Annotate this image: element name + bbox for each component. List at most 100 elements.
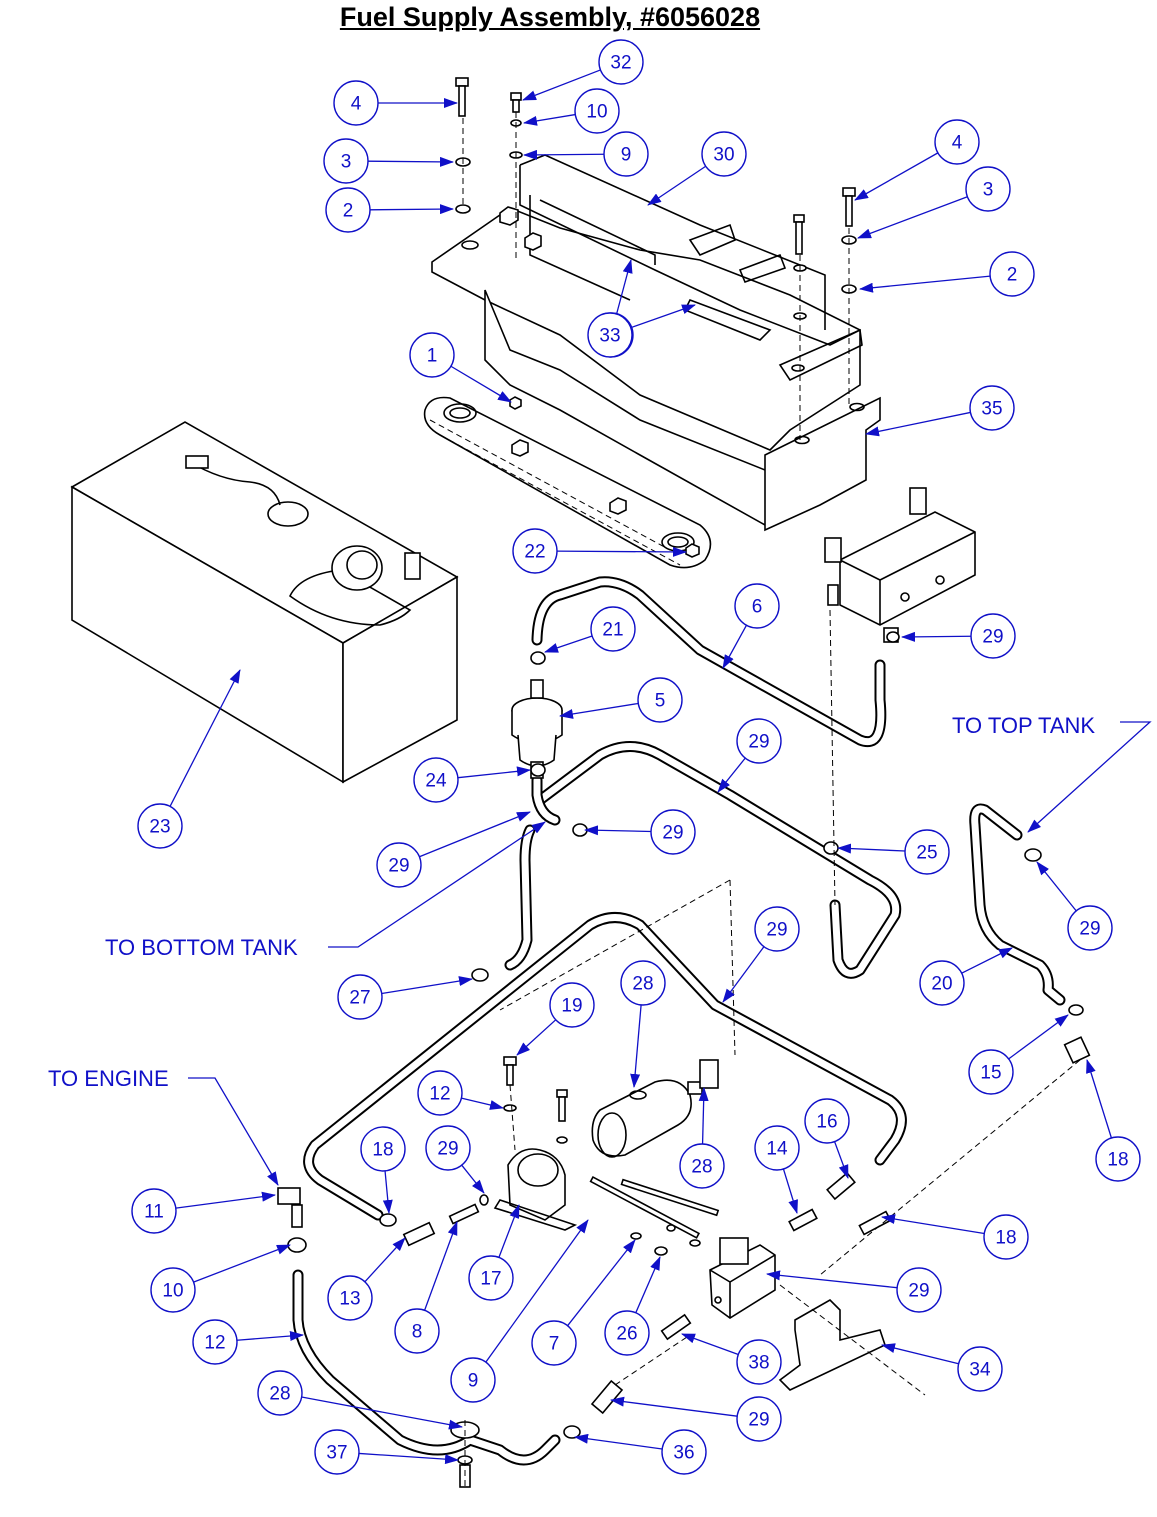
callout-leader <box>837 843 906 854</box>
callout-2: 2 <box>325 187 454 233</box>
callout-leader <box>450 365 512 403</box>
hose-23 <box>534 741 902 979</box>
callout-circle <box>989 251 1035 297</box>
callout-circle <box>137 803 183 849</box>
callout-number: 29 <box>766 920 787 941</box>
callout-circle <box>360 1126 406 1172</box>
callout-leader <box>175 1191 276 1209</box>
callout-number: 2 <box>343 201 354 222</box>
callout-circle <box>904 829 950 875</box>
callout-29: 29 <box>584 809 696 855</box>
callout-leader <box>961 947 1013 974</box>
assembly-centerlines <box>462 112 1081 1490</box>
callout-circle <box>736 718 782 764</box>
callout-leader <box>857 196 968 239</box>
callout-leader <box>485 1219 589 1363</box>
callout-leader <box>854 152 939 201</box>
callout-circle <box>734 583 780 629</box>
callout-26: 26 <box>604 1256 661 1356</box>
callout-number: 29 <box>982 627 1003 648</box>
callout-leader <box>544 635 593 653</box>
callout-leader <box>461 1097 504 1110</box>
callout-9: 9 <box>450 1219 589 1403</box>
note-engine: TO ENGINE <box>48 1066 279 1186</box>
callout-leader <box>1036 861 1077 912</box>
callout-circle <box>417 1070 463 1116</box>
callout-1: 1 <box>409 332 512 403</box>
callout-number: 29 <box>437 1139 458 1160</box>
callout-leader <box>681 1333 739 1356</box>
callout-balloons: 4321093032432313313522629215232924292925… <box>131 39 1141 1475</box>
callout-circle <box>394 1308 440 1354</box>
hose-25 <box>303 912 907 1221</box>
callout-2: 2 <box>859 251 1035 297</box>
callout-leader <box>859 275 991 293</box>
pump-bracket <box>493 1148 578 1231</box>
callout-circle <box>970 613 1016 659</box>
callout-23: 23 <box>137 669 241 849</box>
callout-leader <box>901 631 972 642</box>
callout-leader <box>461 1164 485 1194</box>
callout-number: 26 <box>616 1324 637 1345</box>
callout-circle <box>701 131 747 177</box>
callout-number: 12 <box>204 1333 225 1354</box>
callout-number: 18 <box>1107 1150 1128 1171</box>
callout-circle <box>969 385 1015 431</box>
callout-35: 35 <box>865 385 1015 437</box>
callout-number: 25 <box>916 843 937 864</box>
callout-circle <box>736 1339 782 1385</box>
note-engine-text: TO ENGINE <box>48 1066 169 1091</box>
callout-number: 16 <box>816 1112 837 1133</box>
callout-circle <box>327 1275 373 1321</box>
callout-29: 29 <box>717 718 782 793</box>
callout-12: 12 <box>192 1319 304 1365</box>
callout-leader <box>722 624 747 669</box>
callout-number: 29 <box>662 823 683 844</box>
callout-circle <box>376 842 422 888</box>
callout-27: 27 <box>337 974 473 1020</box>
callout-number: 4 <box>952 133 963 154</box>
callout-leader <box>369 204 454 215</box>
callout-number: 33 <box>599 326 620 347</box>
diagram-title: Fuel Supply Assembly, #6056028 <box>339 2 761 32</box>
callout-circle <box>957 1346 1003 1392</box>
callout-number: 23 <box>149 817 170 838</box>
callout-circle <box>650 809 696 855</box>
callout-circle <box>736 1396 782 1442</box>
callout-circle <box>450 1357 496 1403</box>
callout-number: 36 <box>673 1443 694 1464</box>
callout-3: 3 <box>323 138 454 184</box>
callout-leader <box>1086 1059 1113 1139</box>
note-bottom-tank: TO BOTTOM TANK <box>105 821 546 960</box>
callout-10: 10 <box>523 88 620 134</box>
note-top-tank-text: TO TOP TANK <box>952 713 1095 738</box>
callout-leader <box>523 113 576 126</box>
callout-3: 3 <box>857 166 1011 239</box>
callout-circle <box>679 1143 725 1189</box>
callout-number: 28 <box>691 1157 712 1178</box>
callout-circle <box>604 1310 650 1356</box>
hose-22 <box>531 576 887 747</box>
callout-leader <box>584 825 652 836</box>
callout-circle <box>754 1125 800 1171</box>
callout-number: 29 <box>388 856 409 877</box>
callout-leader <box>301 1396 463 1430</box>
callout-number: 15 <box>980 1063 1001 1084</box>
callout-number: 7 <box>549 1334 560 1355</box>
callout-12: 12 <box>417 1070 504 1116</box>
callout-number: 34 <box>969 1360 991 1381</box>
callout-circle <box>587 312 633 358</box>
callout-circle <box>1095 1136 1141 1182</box>
callout-number: 1 <box>427 346 438 367</box>
callout-number: 37 <box>326 1443 347 1464</box>
callout-circle <box>590 606 636 652</box>
callout-8: 8 <box>394 1221 458 1354</box>
callout-20: 20 <box>919 947 1013 1006</box>
callout-number: 12 <box>429 1084 450 1105</box>
callout-circle <box>325 187 371 233</box>
callout-leader <box>1008 1014 1069 1060</box>
callout-circle <box>661 1429 707 1475</box>
callout-37: 37 <box>314 1429 459 1475</box>
callout-11: 11 <box>131 1188 276 1234</box>
callout-25: 25 <box>837 829 950 875</box>
